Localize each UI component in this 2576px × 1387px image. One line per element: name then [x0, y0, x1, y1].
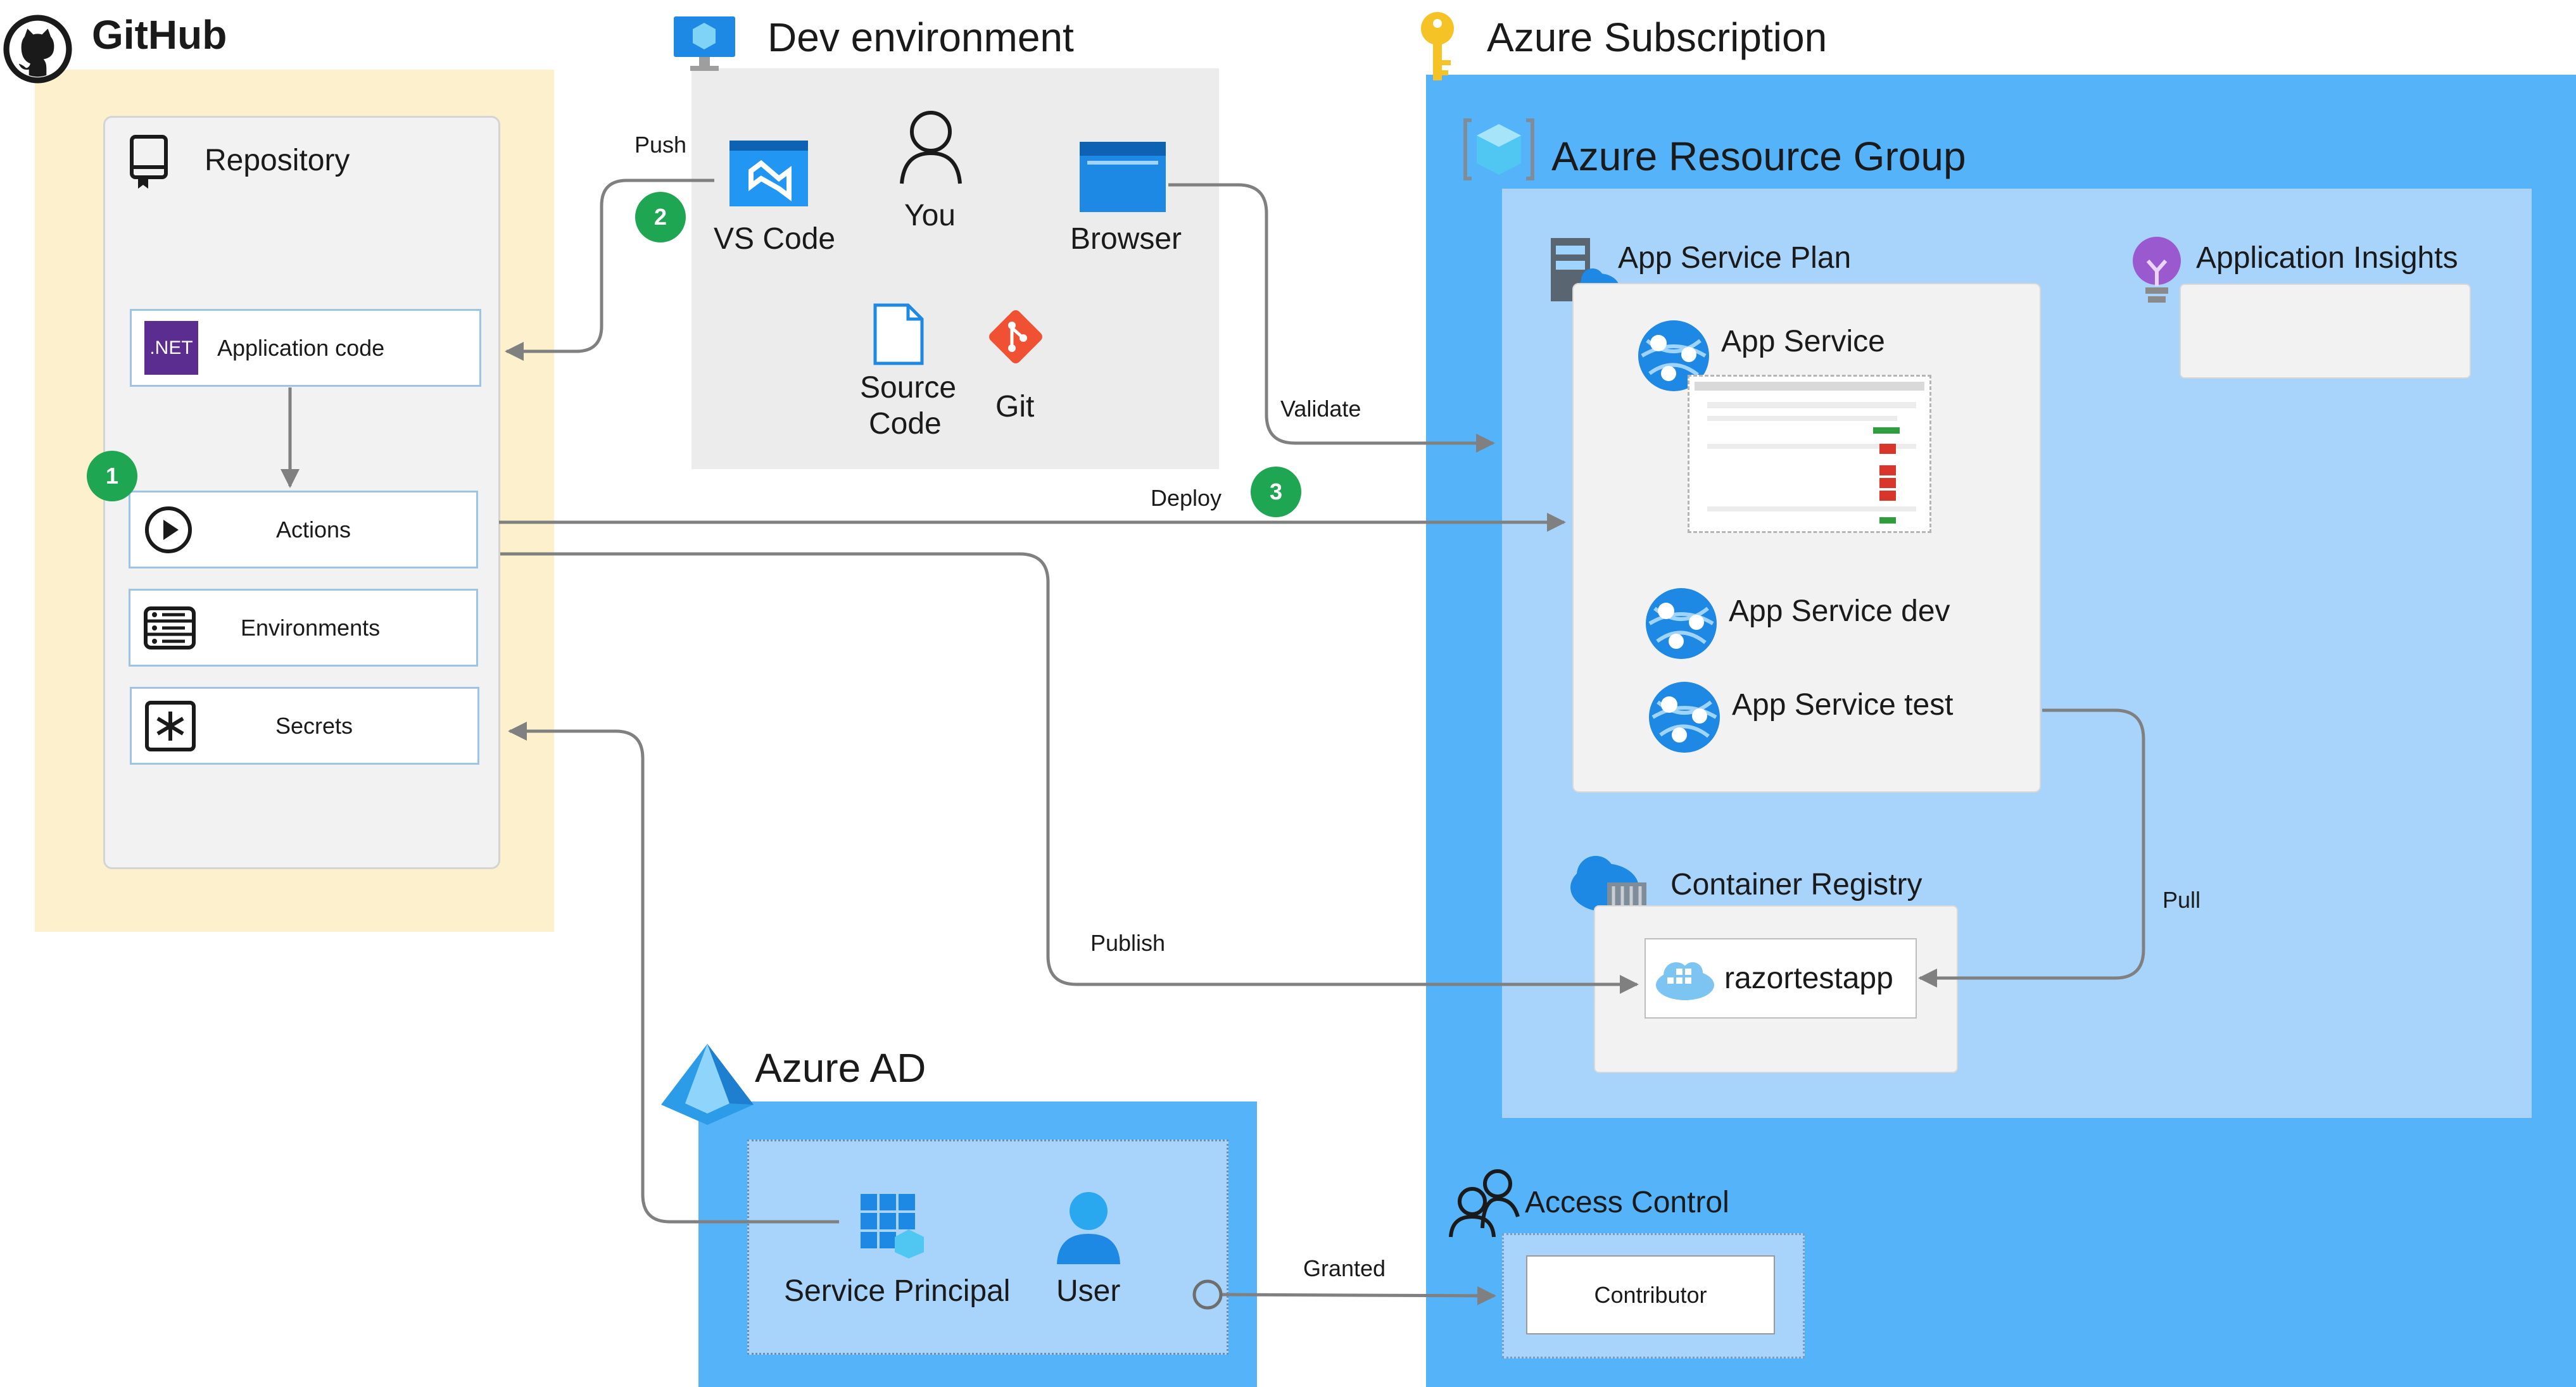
user-icon — [1054, 1188, 1123, 1267]
browser-icon — [1078, 141, 1167, 213]
app-service-dev-globe-icon — [1643, 586, 1719, 662]
application-code-card[interactable]: .NET Application code — [130, 309, 481, 387]
razortestapp-label: razortestapp — [1724, 962, 1893, 995]
user-label: User — [1056, 1274, 1121, 1308]
actions-label: Actions — [276, 516, 351, 543]
deploy-label: Deploy — [1151, 485, 1222, 511]
environments-card[interactable]: Environments — [129, 589, 478, 667]
contributor-label: Contributor — [1594, 1281, 1707, 1308]
source-code-document-icon — [873, 303, 925, 366]
app-service-title: App Service — [1721, 325, 1885, 358]
service-principal-label: Service Principal — [784, 1274, 1011, 1308]
publish-label: Publish — [1090, 930, 1166, 956]
monitor-icon — [671, 14, 738, 74]
vscode-icon — [728, 139, 809, 208]
step-2-badge: 2 — [635, 192, 686, 242]
you-person-icon — [898, 109, 964, 186]
dev-environment-panel — [691, 68, 1219, 469]
validate-label: Validate — [1280, 396, 1361, 422]
app-service-plan-title: App Service Plan — [1618, 241, 1852, 275]
dev-environment-title: Dev environment — [767, 15, 1074, 60]
you-label: You — [904, 199, 956, 232]
service-principal-to-secrets-arrow — [508, 722, 839, 1224]
key-icon — [1415, 9, 1460, 82]
application-code-label: Application code — [217, 334, 385, 361]
resource-group-icon — [1462, 115, 1536, 184]
pull-label: Pull — [2162, 887, 2201, 913]
contributor-card[interactable]: Contributor — [1526, 1255, 1775, 1334]
razortestapp-card[interactable]: razortestapp — [1645, 938, 1917, 1019]
resource-group-title: Azure Resource Group — [1551, 134, 1966, 179]
git-label: Git — [995, 390, 1035, 424]
granted-arrow — [1222, 1286, 1496, 1305]
step-1-badge: 1 — [87, 451, 137, 501]
azure-ad-inner-panel — [747, 1139, 1228, 1355]
actions-card[interactable]: Actions — [129, 491, 478, 568]
environments-icon — [143, 606, 196, 650]
git-icon — [982, 303, 1050, 371]
browser-label: Browser — [1070, 222, 1182, 256]
secrets-label: Secrets — [275, 712, 353, 739]
app-service-globe-icon — [1636, 318, 1712, 394]
push-arrow — [505, 179, 714, 361]
access-control-title: Access Control — [1525, 1186, 1729, 1219]
source-code-label-line2: Code — [869, 407, 942, 441]
app-service-test-title: App Service test — [1732, 688, 1954, 722]
azure-subscription-title: Azure Subscription — [1487, 15, 1828, 60]
service-principal-icon — [858, 1191, 926, 1260]
app-service-dev-title: App Service dev — [1729, 594, 1950, 628]
step-3-badge: 3 — [1251, 467, 1301, 517]
publish-arrow — [500, 552, 1639, 994]
play-icon — [143, 505, 194, 555]
application-insights-panel — [2180, 284, 2471, 379]
validate-arrow — [1168, 183, 1495, 453]
repository-icon — [127, 134, 171, 191]
azure-ad-title: Azure AD — [755, 1045, 926, 1091]
app-service-test-globe-icon — [1646, 679, 1722, 755]
repository-title: Repository — [205, 144, 350, 177]
source-code-label-line1: Source — [860, 371, 957, 405]
app-service-screenshot-thumbnail — [1688, 375, 1931, 533]
granted-origin-circle — [1192, 1279, 1223, 1310]
lightbulb-icon — [2129, 234, 2185, 309]
container-registry-title: Container Registry — [1670, 868, 1923, 901]
secrets-card[interactable]: Secrets — [130, 687, 479, 765]
vscode-label: VS Code — [714, 222, 836, 256]
azure-ad-pyramid-icon — [659, 1041, 757, 1127]
access-control-people-icon — [1447, 1166, 1522, 1239]
pull-arrow — [1918, 708, 2145, 988]
granted-label: Granted — [1303, 1255, 1386, 1281]
github-icon — [1, 13, 74, 85]
push-label: Push — [635, 132, 687, 158]
docker-cloud-icon — [1653, 956, 1717, 1001]
asterisk-icon — [144, 700, 196, 752]
application-insights-title: Application Insights — [2196, 241, 2458, 275]
github-title: GitHub — [92, 12, 227, 58]
dotnet-icon: .NET — [144, 321, 198, 375]
environments-label: Environments — [241, 614, 381, 641]
